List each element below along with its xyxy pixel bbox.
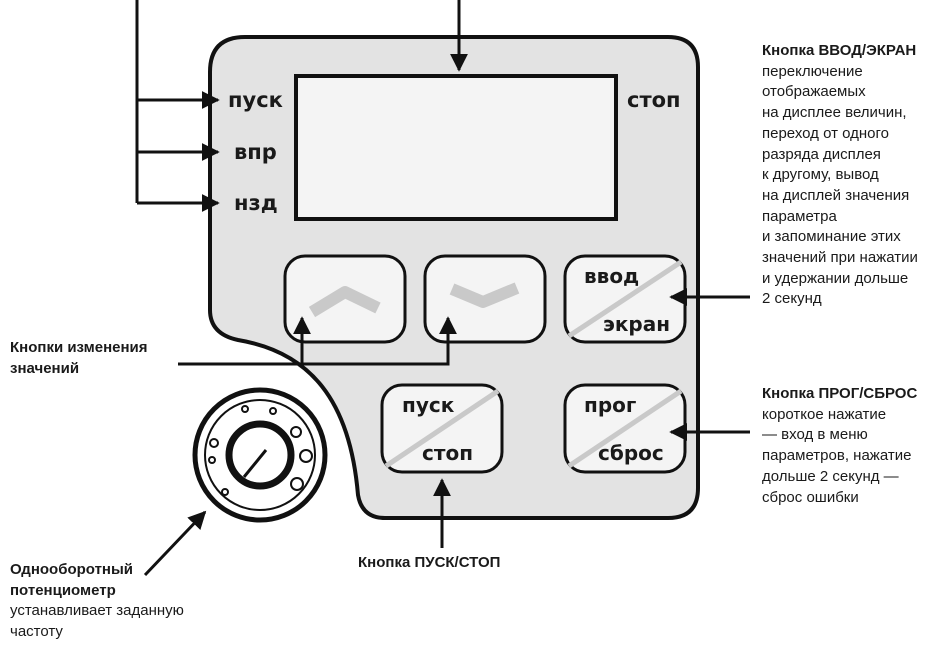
change-values-callout: Кнопки изменения значений: [10, 338, 180, 379]
change-buttons-leader: [178, 316, 457, 366]
indicator-stop: стоп: [627, 88, 681, 112]
screen-label: экран: [603, 312, 671, 336]
chevron-down-icon: [449, 282, 520, 308]
potentiometer-body: устанавливает заданную частоту: [10, 602, 184, 641]
prog-callout-body: короткое нажатие — вход в меню параметро…: [762, 405, 912, 506]
run-stop-button[interactable]: [380, 383, 504, 474]
enter-screen-button[interactable]: [563, 254, 687, 344]
prog-reset-button[interactable]: [563, 383, 687, 474]
prog-label: прог: [584, 393, 637, 417]
enter-callout-body: переключение отображаемых на дисплее вел…: [762, 62, 918, 308]
indicator-reverse: нзд: [234, 191, 278, 215]
indicator-leaders: [135, 0, 220, 212]
run-stop-callout: Кнопка ПУСК/СТОП: [358, 553, 558, 574]
run-stop-title: Кнопка ПУСК/СТОП: [358, 554, 501, 571]
stop-label: стоп: [422, 441, 474, 465]
enter-callout-title: Кнопка ВВОД/ЭКРАН: [762, 42, 917, 59]
run-label: пуск: [402, 393, 455, 417]
enter-callout: Кнопка ВВОД/ЭКРАН переключение отображае…: [762, 41, 946, 310]
prog-callout: Кнопка ПРОГ/СБРОС короткое нажатие — вхо…: [762, 384, 946, 508]
reset-label: сброс: [598, 441, 664, 465]
potentiometer-title: Однооборотный потенциометр: [10, 561, 134, 599]
down-button[interactable]: [423, 254, 547, 344]
change-values-title: Кнопки изменения значений: [10, 339, 148, 377]
chevron-up-icon: [308, 286, 381, 318]
potentiometer-callout: Однооборотный потенциометр устанавливает…: [10, 560, 230, 643]
prog-callout-title: Кнопка ПРОГ/СБРОС: [762, 385, 918, 402]
indicator-forward: впр: [234, 140, 277, 164]
potentiometer-leader: [143, 510, 207, 577]
led-display: [294, 74, 618, 221]
potentiometer-knob[interactable]: [192, 387, 328, 523]
indicator-run: пуск: [228, 88, 283, 112]
up-button[interactable]: [283, 254, 407, 344]
enter-label: ввод: [584, 264, 640, 288]
